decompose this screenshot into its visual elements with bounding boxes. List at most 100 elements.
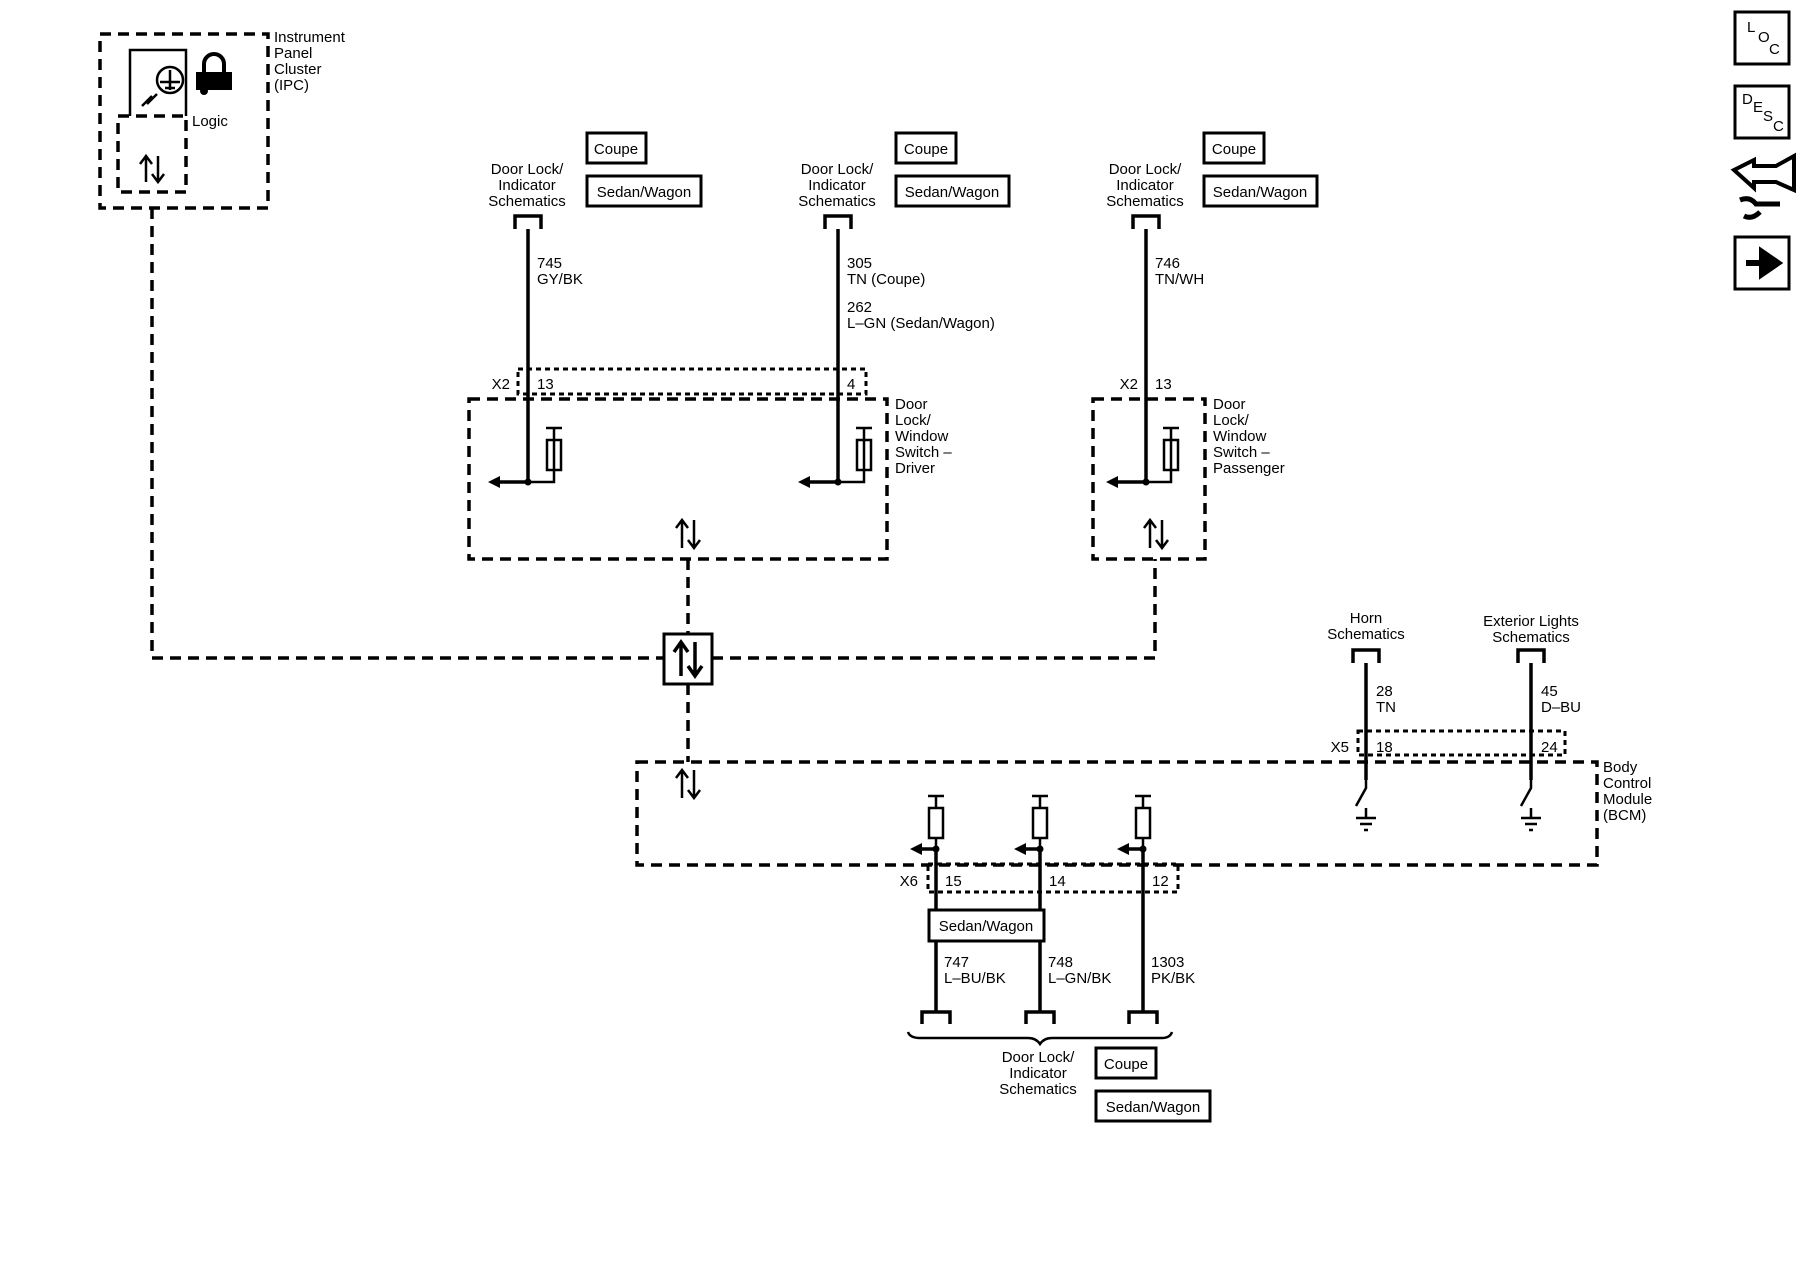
variant-sedan-wagon: Sedan/Wagon: [939, 918, 1034, 935]
input-arrow-icon: [1014, 843, 1026, 855]
logic-label: Logic: [192, 113, 228, 130]
ref-line: Schematics: [1106, 193, 1184, 210]
wire-color-label: L–BU/BK: [944, 970, 1006, 987]
next-page-button[interactable]: [1733, 235, 1791, 291]
ref-line: Schematics: [999, 1081, 1077, 1098]
desc-letter: E: [1753, 99, 1763, 116]
pin-label: 24: [1541, 739, 1558, 756]
connector-label: X2: [1120, 376, 1138, 393]
loc-letter: L: [1747, 19, 1755, 36]
ref-line: Indicator: [808, 177, 866, 194]
variant-sedan-wagon: Sedan/Wagon: [1213, 184, 1308, 201]
connector-label: X5: [1331, 739, 1349, 756]
module-label-line: Passenger: [1213, 460, 1285, 477]
module-label-line: Switch –: [1213, 444, 1270, 461]
connector-terminal: [920, 1010, 952, 1024]
top-reference-1: Door Lock/ Indicator Schematics Coupe Se…: [488, 131, 703, 229]
input-arrow-icon: [910, 843, 922, 855]
ground-icon: [1356, 808, 1376, 832]
variant-coupe: Coupe: [1104, 1056, 1148, 1073]
wire-circuit-label: 1303: [1151, 954, 1184, 971]
connector-tool-button[interactable]: [1730, 152, 1796, 220]
wire-color-label: GY/BK: [537, 271, 583, 288]
wire-circuit-label: 305: [847, 255, 872, 272]
module-label-line: Driver: [895, 460, 935, 477]
pin-label: 15: [945, 873, 962, 890]
loc-button[interactable]: L O C: [1733, 10, 1791, 66]
module-label-line: Door: [1213, 396, 1246, 413]
wire-color-label: TN (Coupe): [847, 271, 925, 288]
connector-label: X2: [492, 376, 510, 393]
module-label-line: (BCM): [1603, 807, 1646, 824]
connector-terminal: [1024, 1010, 1056, 1024]
data-communication-icon: [675, 517, 701, 551]
driver-switch: X2 13 4 Door Lock/ Window Switch – Drive…: [467, 367, 952, 561]
module-label-line: Control: [1603, 775, 1651, 792]
ref-line: Indicator: [1116, 177, 1174, 194]
ground-icon: [1521, 808, 1541, 832]
bcm-module: X5 18 24 Body Control Module (BCM): [635, 729, 1652, 894]
variant-sedan-wagon: Sedan/Wagon: [905, 184, 1000, 201]
ref-line: Exterior Lights: [1483, 613, 1579, 630]
exterior-lights-reference: Exterior Lights Schematics 45 D–BU: [1483, 613, 1581, 780]
desc-letter: C: [1773, 118, 1784, 135]
connector-terminal: [513, 214, 543, 229]
horn-reference: Horn Schematics 28 TN: [1327, 610, 1405, 780]
ipc-label-line: Panel: [274, 45, 312, 62]
ref-line: Door Lock/: [1109, 161, 1182, 178]
pin-label: 13: [1155, 376, 1172, 393]
module-label-line: Window: [895, 428, 949, 445]
pullup-resistor-icon: [1031, 806, 1049, 840]
module-label-line: Lock/: [1213, 412, 1250, 429]
pin-label: 4: [847, 376, 855, 393]
connector-label: X6: [900, 873, 918, 890]
input-arrow-icon: [488, 476, 500, 488]
variant-sedan-wagon: Sedan/Wagon: [1106, 1099, 1201, 1116]
data-communication-icon: [672, 638, 704, 680]
ipc-module: Instrument Panel Cluster (IPC) Logic: [98, 29, 346, 210]
module-label-line: Body: [1603, 759, 1638, 776]
connector-terminal: [823, 214, 853, 229]
wire-color-label: TN/WH: [1155, 271, 1204, 288]
module-label-line: Window: [1213, 428, 1267, 445]
module-label-line: Switch –: [895, 444, 952, 461]
indicator-lamp-icon: [155, 65, 185, 95]
wire-circuit-label: 262: [847, 299, 872, 316]
connector-terminal: [1516, 648, 1546, 663]
brace: [906, 1031, 1174, 1047]
data-communication-icon: [1143, 517, 1169, 551]
desc-letter: D: [1742, 91, 1753, 108]
desc-button[interactable]: D E S C: [1733, 84, 1791, 140]
wire-color-label: L–GN (Sedan/Wagon): [847, 315, 995, 332]
wire-color-label: D–BU: [1541, 699, 1581, 716]
top-reference-3: Door Lock/ Indicator Schematics Coupe Se…: [1106, 131, 1319, 229]
input-arrow-icon: [1117, 843, 1129, 855]
wire-circuit-label: 45: [1541, 683, 1558, 700]
wire-color-label: PK/BK: [1151, 970, 1195, 987]
splice-pack: [662, 632, 714, 686]
pin-label: 14: [1049, 873, 1066, 890]
module-label-line: Module: [1603, 791, 1652, 808]
ref-line: Horn: [1350, 610, 1383, 627]
ipc-label-line: (IPC): [274, 77, 309, 94]
wrench-icon: [1739, 196, 1780, 220]
connector-terminal: [1131, 214, 1161, 229]
ipc-label-line: Cluster: [274, 61, 322, 78]
top-reference-2: Door Lock/ Indicator Schematics Coupe Se…: [798, 131, 1011, 229]
data-communication-icon: [139, 153, 165, 185]
wire-circuit-label: 747: [944, 954, 969, 971]
wire-circuit-label: 748: [1048, 954, 1073, 971]
switch-icon: [1354, 780, 1368, 807]
ref-line: Indicator: [498, 177, 556, 194]
ref-line: Door Lock/: [1002, 1049, 1075, 1066]
pin-label: 13: [537, 376, 554, 393]
pin-label: 12: [1152, 873, 1169, 890]
ref-line: Indicator: [1009, 1065, 1067, 1082]
ref-line: Schematics: [1492, 629, 1570, 646]
desc-letter: S: [1763, 108, 1773, 125]
connector-terminal: [1351, 648, 1381, 663]
serial-data-bus: [150, 208, 1157, 762]
ref-line: Schematics: [488, 193, 566, 210]
pin-label: 18: [1376, 739, 1393, 756]
